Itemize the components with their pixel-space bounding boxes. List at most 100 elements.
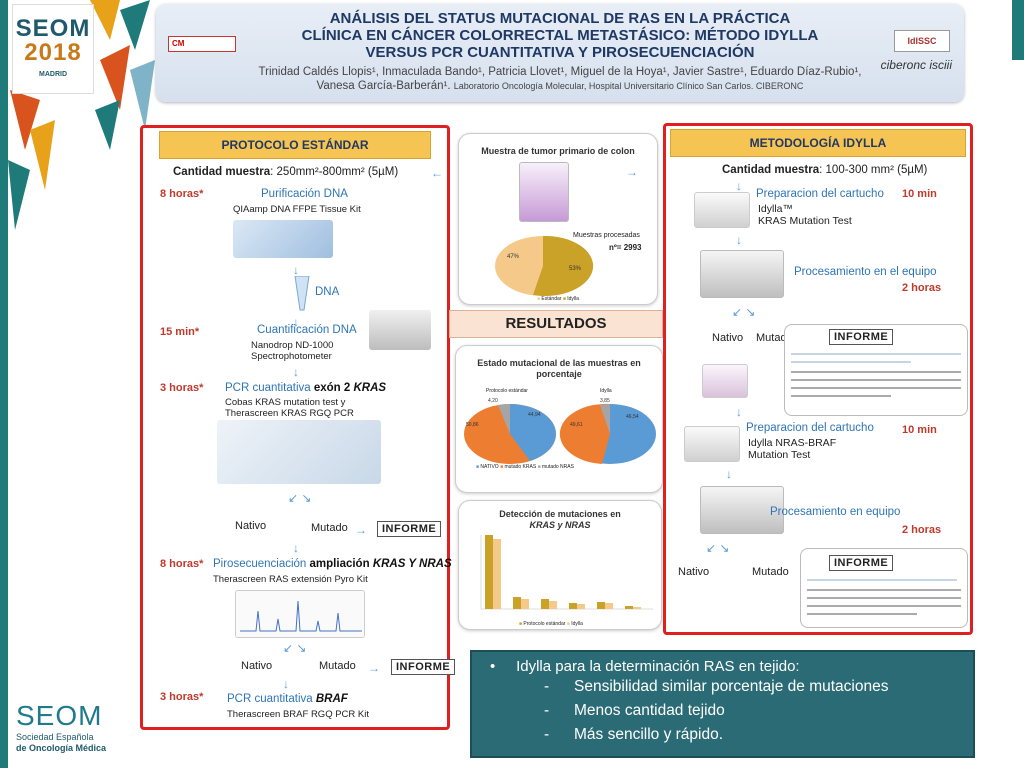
conclusion-bullet: • Idylla para la determinación RAS en te…: [490, 658, 800, 675]
status-title-1: Estado mutacional de las muestras en: [477, 358, 641, 368]
comunidad-madrid-logo: CM: [168, 36, 236, 52]
informe-box: INFORME: [829, 555, 894, 571]
authors-line-1: Trinidad Caldés Llopis¹, Inmaculada Band…: [258, 66, 862, 78]
nativo-label: Nativo: [712, 332, 744, 344]
idylla-step-cartridge: Preparacion del cartucho: [756, 188, 884, 200]
sample-panel: Muestra de tumor primario de colon Muest…: [458, 133, 658, 305]
status-title-2: porcentaje: [536, 369, 582, 379]
arrow-branch-icon: ↙ ↘: [283, 641, 307, 655]
title-line-2: CLÍNICA EN CÁNCER COLORRECTAL METASTÁSIC…: [301, 27, 819, 44]
idylla-heading: METODOLOGÍA IDYLLA: [670, 129, 966, 157]
time-purification: 8 horas*: [160, 188, 204, 200]
detect-title-1: Detección de mutaciones en: [499, 509, 621, 519]
spectrophotometer-label: Spectrophotometer: [251, 351, 332, 362]
mutado-label: Mutado: [319, 660, 356, 672]
arrow-right-icon: →: [368, 661, 380, 675]
idylla-time-processing-2: 2 horas: [902, 524, 942, 536]
idylla-step-cartridge-2: Preparacion del cartucho: [746, 422, 874, 434]
dna-label: DNA: [315, 286, 340, 298]
step-dna-purification: Purificación DNA: [261, 188, 348, 200]
idylla-time-cartridge: 10 min: [902, 188, 937, 200]
seom-logo-year: 2018: [24, 39, 82, 66]
pie3-label-2: 49,61: [570, 422, 583, 428]
arrow-down-icon: ↓: [293, 315, 299, 329]
arrow-branch-icon: ↙ ↘: [732, 305, 756, 319]
conclusion-item: -Más sencillo y rápido.: [544, 726, 724, 743]
pie3-label-0: 3,85: [600, 398, 610, 404]
informe-report-thumbnail: INFORME: [784, 324, 968, 416]
informe-box: INFORME: [829, 329, 894, 345]
authors-line-2: Vanesa García-Barberán¹.: [316, 80, 451, 92]
time-qpcr: 3 horas*: [160, 382, 204, 394]
pie-legend: ■ Estándar ■ Idylla: [537, 296, 579, 302]
seom-society-logo: SEOM Sociedad Española de Oncología Médi…: [16, 700, 126, 754]
title-line-3: VERSUS PCR CUANTITATIVA Y PIROSECUENCIAC…: [365, 44, 755, 61]
idylla-step-processing: Procesamiento en el equipo: [794, 266, 937, 278]
title-line-1: ANÁLISIS DEL STATUS MUTACIONAL DE RAS EN…: [329, 10, 791, 27]
detection-bar-chart: [480, 535, 653, 610]
right-teal-strip: [1012, 0, 1024, 60]
ciberonc-logo: ciberonc isciii: [880, 58, 952, 72]
pie-label-a: 47%: [507, 254, 520, 260]
seom-society-name: SEOM: [16, 700, 103, 731]
arrow-down-icon: ↓: [726, 467, 732, 481]
authors: Trinidad Caldés Llopis¹, Inmaculada Band…: [156, 65, 964, 93]
affiliation: Laboratorio Oncología Molecular, Hospita…: [453, 81, 804, 91]
nanodrop-label: Nanodrop ND-1000: [251, 340, 334, 351]
seom-society-line2: de Oncología Médica: [16, 743, 107, 753]
arrow-down-icon: ↓: [293, 263, 299, 277]
informe-box: INFORME: [377, 521, 442, 537]
idylla-instrument-image: [700, 250, 784, 298]
nativo-label: Nativo: [241, 660, 273, 672]
arrow-down-icon: ↓: [293, 365, 299, 379]
standard-sample-amount: Cantidad muestra: 250mm²-800mm² (5µM): [173, 166, 399, 178]
decorative-shapes-left: [8, 90, 55, 230]
arrow-down-icon: ↓: [736, 179, 742, 193]
qiaamp-kit-image: [233, 220, 333, 258]
slide-image: [702, 364, 748, 398]
idylla-time-processing: 2 horas: [902, 282, 942, 294]
pie3-label-1: 46,54: [626, 414, 639, 420]
pie-idylla-title: Idylla: [600, 388, 612, 394]
arrow-down-icon: ↓: [283, 677, 289, 691]
idylla-nras-braf-kit: Idylla NRAS-BRAF: [748, 437, 837, 449]
cartridge-image: [694, 192, 750, 228]
resultados-heading: RESULTADOS: [449, 310, 663, 338]
conclusions-box: • Idylla para la determinación RAS en te…: [470, 650, 975, 758]
arrow-down-icon: ↓: [293, 541, 299, 555]
therascreen-braf-label: Therascreen BRAF RGQ PCR Kit: [227, 709, 370, 720]
time-pyrosequencing: 8 horas*: [160, 558, 204, 570]
cartridge-image-2: [684, 426, 740, 462]
mutation-pies: 4,20 44,94 50,86 3,85 46,54 49,61: [464, 398, 656, 464]
detect-title-2: KRAS y NRAS: [529, 520, 591, 530]
idylla-kit-test: KRAS Mutation Test: [758, 215, 852, 227]
seom-logo-city: MADRID: [39, 71, 67, 78]
pie2-label-1: 44,94: [528, 412, 541, 418]
decorative-shapes: [90, 0, 155, 150]
processed-count: nº= 2993: [609, 243, 642, 252]
sample-panel-title: Muestra de tumor primario de colon: [481, 146, 635, 156]
nanodrop-image: [369, 310, 431, 350]
informe-box: INFORME: [391, 659, 456, 675]
arrow-left-icon: ←: [431, 166, 443, 180]
poster-title: ANÁLISIS DEL STATUS MUTACIONAL DE RAS EN…: [156, 4, 964, 61]
step-qpcr-braf: PCR cuantitativa BRAF: [227, 693, 348, 705]
mutation-detection-panel: Detección de mutaciones en KRAS y NRAS ■…: [458, 500, 662, 630]
idylla-nras-braf-test: Mutation Test: [748, 449, 811, 461]
step-dna-purification-kit: QIAamp DNA FFPE Tissue Kit: [233, 204, 361, 215]
standard-protocol-panel: PROTOCOLO ESTÁNDAR Cantidad muestra: 250…: [140, 125, 456, 730]
idissc-logo: IdISSC: [894, 30, 950, 52]
detect-legend: ■ Protocolo estándar ■ Idylla: [519, 621, 583, 627]
left-teal-strip: [0, 0, 8, 768]
arrow-right-icon: →: [626, 165, 638, 179]
tube-icon: [294, 276, 310, 311]
seom-logo-text: SEOM: [15, 15, 91, 42]
arrow-down-icon: ↓: [736, 233, 742, 247]
idylla-sample-amount: Cantidad muestra: 100-300 mm² (5µM): [722, 164, 928, 176]
pie2-label-2: 50,86: [466, 422, 479, 428]
samples-pie-chart: 47% 53%: [495, 235, 594, 296]
idylla-instrument-image-2: [700, 486, 784, 534]
step-qpcr-kras: PCR cuantitativa exón 2 KRAS: [225, 382, 387, 394]
therascreen-ras-label: Therascreen RAS extensión Pyro Kit: [213, 574, 368, 585]
idylla-time-cartridge-2: 10 min: [902, 424, 937, 436]
